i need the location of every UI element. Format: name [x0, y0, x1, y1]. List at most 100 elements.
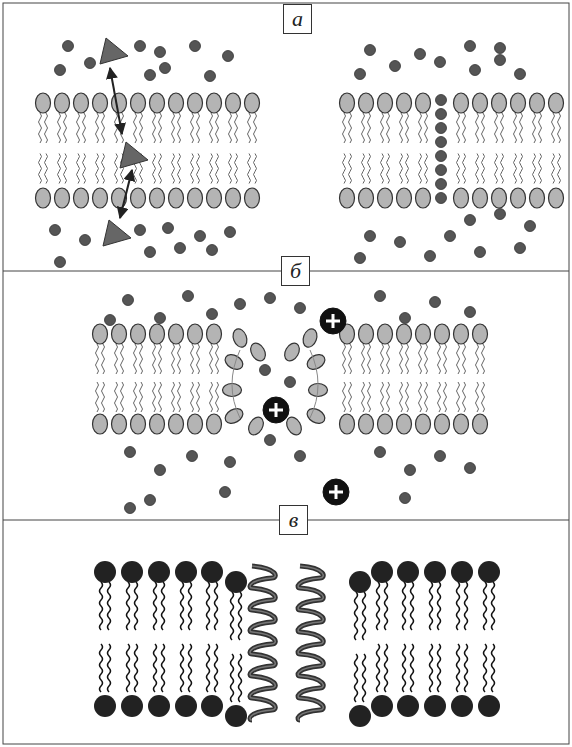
lipid-tail — [425, 154, 428, 184]
solute-molecule — [465, 463, 476, 474]
solute-molecule — [265, 435, 276, 446]
solute-molecule — [135, 225, 146, 236]
lipid-tail — [484, 644, 487, 692]
lipid-head — [349, 571, 371, 593]
lipid-tail — [482, 113, 485, 143]
lipid-tail — [231, 592, 234, 640]
lipid-head — [169, 414, 184, 434]
lipid-head — [397, 561, 419, 583]
lipid-head — [245, 188, 260, 208]
lipid-head — [397, 695, 419, 717]
lipid-head — [246, 415, 267, 438]
lipid-tail — [115, 113, 118, 143]
lipid-head — [359, 324, 374, 344]
lipid-tail — [216, 344, 219, 374]
lipid-tail — [457, 113, 460, 143]
lipid-tail — [463, 113, 466, 143]
lipid-tail — [438, 344, 441, 374]
lipid-tail — [501, 113, 504, 143]
lipid-tail — [355, 592, 358, 640]
lipid-tail — [207, 644, 210, 692]
lipid-tail — [181, 582, 184, 630]
lipid-tail — [495, 113, 498, 143]
lipid-tail — [96, 344, 99, 374]
lipid-tail — [153, 154, 156, 184]
lipid-tail — [100, 582, 103, 630]
lipid-tail — [438, 582, 441, 630]
lipid-tail — [239, 592, 242, 640]
lipid-head — [416, 188, 431, 208]
lipid-tail — [387, 113, 390, 143]
solute-molecule — [295, 451, 306, 462]
lipid-tail — [343, 113, 346, 143]
lipid-tail — [349, 113, 352, 143]
lipid-head — [169, 188, 184, 208]
lipid-head — [549, 93, 564, 113]
lipid-head — [223, 406, 246, 427]
lipid-tail — [476, 382, 479, 412]
lipid-head — [245, 93, 260, 113]
lipid-tail — [108, 582, 111, 630]
solute-molecule — [225, 227, 236, 238]
lipid-tail — [406, 154, 409, 184]
solute-molecule — [105, 315, 116, 326]
lipid-tail — [96, 382, 99, 412]
double-arrow — [110, 68, 122, 134]
lipid-head — [473, 414, 488, 434]
solute-molecule — [125, 447, 136, 458]
lipid-tail — [411, 582, 414, 630]
lipid-head — [148, 561, 170, 583]
lipid-tail — [197, 382, 200, 412]
lipid-head — [148, 695, 170, 717]
lipid-tail — [162, 582, 165, 630]
lipid-tail — [102, 344, 105, 374]
lipid-head — [93, 324, 108, 344]
lipid-tail — [430, 644, 433, 692]
solute-molecule — [436, 165, 447, 176]
lipid-tail — [533, 154, 536, 184]
solute-molecule — [50, 225, 61, 236]
lipid-tail — [229, 113, 232, 143]
lipid-head — [207, 188, 222, 208]
solute-molecule — [375, 291, 386, 302]
lipid-tail — [558, 113, 561, 143]
solute-molecule — [435, 57, 446, 68]
lipid-tail — [210, 382, 213, 412]
double-arrow — [120, 170, 132, 218]
solute-molecule — [430, 297, 441, 308]
panel-letter: в — [289, 509, 299, 531]
lipid-head — [131, 188, 146, 208]
lipid-tail — [501, 154, 504, 184]
lipid-tail — [465, 644, 468, 692]
lipid-head — [201, 695, 223, 717]
lipid-tail — [425, 113, 428, 143]
lipid-head — [94, 695, 116, 717]
lipid-head — [248, 341, 269, 364]
lipid-tail — [362, 382, 365, 412]
lipid-head — [74, 93, 89, 113]
lipid-tail — [457, 582, 460, 630]
lipid-tail — [232, 350, 318, 418]
lipid-head — [207, 93, 222, 113]
solute-molecule — [436, 179, 447, 190]
lipid-tail — [197, 344, 200, 374]
lipid-head — [131, 414, 146, 434]
lipid-head — [340, 93, 355, 113]
lipid-head — [424, 561, 446, 583]
solute-molecule — [135, 41, 146, 52]
lipid-tail — [403, 644, 406, 692]
lipid-tail — [197, 154, 200, 184]
lipid-tail — [377, 644, 380, 692]
lipid-tail — [514, 113, 517, 143]
lipid-head — [435, 324, 450, 344]
lipid-head — [131, 93, 146, 113]
lipid-head — [492, 93, 507, 113]
lipid-tail — [140, 382, 143, 412]
lipid-head — [175, 695, 197, 717]
lipid-tail — [539, 113, 542, 143]
lipid-head — [188, 324, 203, 344]
solute-molecule — [436, 151, 447, 162]
lipid-tail — [154, 644, 157, 692]
lipid-head — [188, 188, 203, 208]
